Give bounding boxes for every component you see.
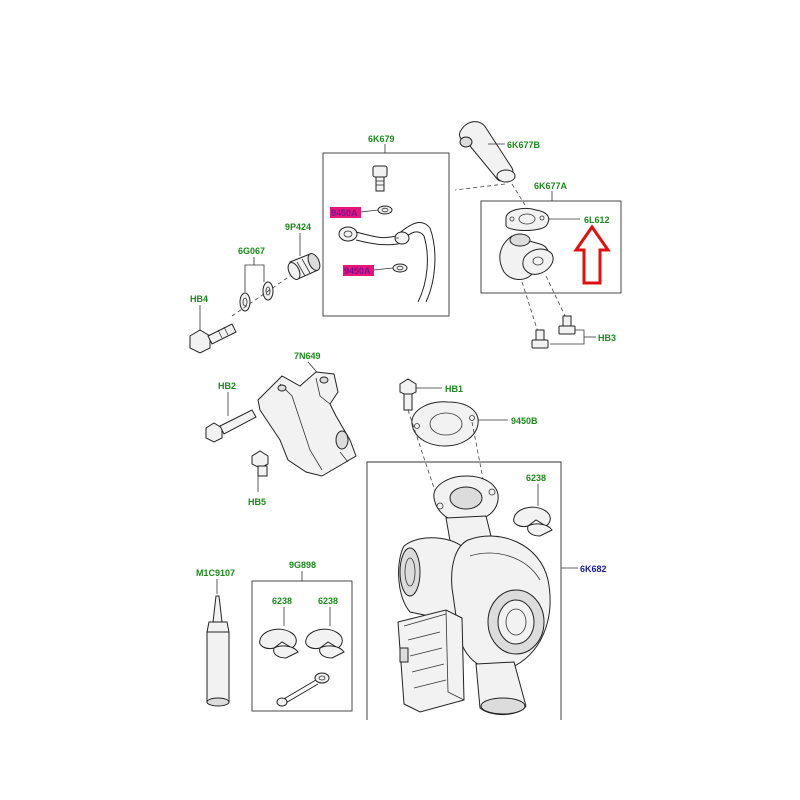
- return-pipe-elbow[interactable]: [499, 233, 554, 280]
- banjo-bolt[interactable]: [372, 165, 388, 192]
- clip-6238-turbo[interactable]: [513, 506, 553, 537]
- washer-6g067-left[interactable]: [239, 292, 251, 312]
- label-9p424[interactable]: 9P424: [285, 222, 311, 232]
- group-box-6k679: [322, 152, 450, 317]
- label-hb5[interactable]: HB5: [248, 497, 266, 507]
- label-9450b[interactable]: 9450B: [511, 416, 538, 426]
- bolt-hb3-right[interactable]: [558, 315, 576, 335]
- oil-return-pipe-6k677b[interactable]: [459, 121, 516, 183]
- label-6238-turbo[interactable]: 6238: [526, 473, 546, 483]
- gasket-9450b[interactable]: [411, 401, 479, 447]
- clip-6238-kit-left[interactable]: [259, 628, 299, 659]
- label-7n649[interactable]: 7N649: [294, 351, 321, 361]
- bolt-hb4[interactable]: [189, 323, 237, 354]
- label-6k682[interactable]: 6K682: [580, 564, 607, 574]
- bolt-hb5[interactable]: [251, 450, 269, 477]
- label-9g898[interactable]: 9G898: [289, 560, 316, 570]
- label-6g067[interactable]: 6G067: [238, 246, 265, 256]
- group-box-9g898: [251, 580, 353, 712]
- label-6k679[interactable]: 6K679: [368, 134, 395, 144]
- bolt-hb2[interactable]: [205, 409, 257, 443]
- group-box-6k682: [366, 461, 562, 720]
- washer-9450a-bottom[interactable]: [392, 263, 408, 273]
- washer-9450a-top[interactable]: [377, 205, 393, 215]
- highlight-9450a-top: [330, 207, 361, 218]
- gasket-6l612[interactable]: [505, 207, 550, 231]
- up-arrow-icon: [573, 224, 611, 285]
- label-hb3[interactable]: HB3: [598, 333, 616, 343]
- bolt-hb3-left[interactable]: [531, 329, 549, 349]
- group-box-6k677a: [480, 200, 622, 294]
- oil-filter-9p424[interactable]: [286, 252, 323, 282]
- clip-6238-kit-right[interactable]: [305, 628, 345, 659]
- label-6l612[interactable]: 6L612: [584, 215, 610, 225]
- label-9450a-top[interactable]: 9450A: [331, 208, 358, 218]
- label-6238-kit-left[interactable]: 6238: [272, 596, 292, 606]
- turbocharger-6k682[interactable]: [397, 475, 551, 715]
- label-hb2[interactable]: HB2: [218, 381, 236, 391]
- label-6k677b[interactable]: 6K677B: [507, 140, 541, 150]
- bolt-hb1[interactable]: [399, 378, 417, 411]
- label-m1c9107[interactable]: M1C9107: [196, 568, 235, 578]
- bracket-7n649[interactable]: [257, 371, 357, 477]
- sealant-tube-m1c9107[interactable]: [206, 595, 230, 707]
- label-6238-kit-right[interactable]: 6238: [318, 596, 338, 606]
- label-9450a-bottom[interactable]: 9450A: [344, 266, 371, 276]
- highlight-9450a-bottom: [343, 265, 374, 276]
- label-hb4[interactable]: HB4: [190, 294, 208, 304]
- oil-feed-pipe[interactable]: [338, 221, 436, 303]
- pin-clip-9g898[interactable]: [276, 672, 330, 707]
- label-hb1[interactable]: HB1: [445, 384, 463, 394]
- label-6k677a[interactable]: 6K677A: [534, 181, 568, 191]
